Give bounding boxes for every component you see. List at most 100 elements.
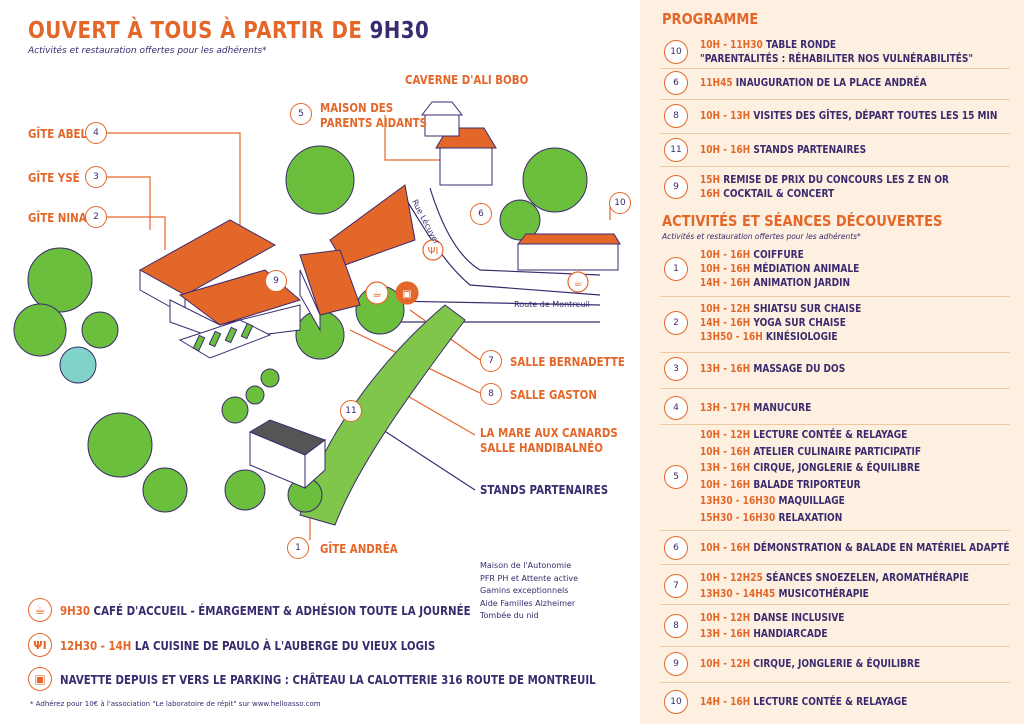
item-time: 13H - 16H (700, 362, 751, 375)
activity-item: 10 14H - 16H LECTURE CONTÉE & RELAYAGE (664, 690, 953, 714)
item-text: LECTURE CONTÉE & RELAYAGE (750, 428, 908, 441)
parking (178, 319, 272, 359)
activity-number: 6 (664, 536, 688, 560)
label-stands: STANDS PARTENAIRES (480, 482, 609, 497)
legend-shuttle: ▣ NAVETTE DEPUIS ET VERS LE PARKING : CH… (28, 665, 713, 693)
partner-item: Maison de l'Autonomie (480, 561, 572, 570)
map-bus-glyph: ▣ (402, 289, 411, 300)
activity-item: 3 13H - 16H MASSAGE DU DOS (664, 357, 877, 381)
divider (660, 99, 1010, 100)
programme-item: 10 10H - 11H30 TABLE RONDE "PARENTALITÉS… (664, 38, 1024, 66)
item-text: MAQUILLAGE (775, 494, 845, 507)
marker-8: 8 (480, 383, 502, 405)
item-text: YOGA SUR CHAISE (750, 316, 846, 329)
item-text: MÉDIATION ANIMALE (750, 262, 860, 275)
leader-gite-abel (107, 132, 241, 230)
divider (660, 682, 1010, 683)
map-coffee-glyph: ☕ (372, 287, 382, 300)
legend-coffee-desc: CAFÉ D'ACCUEIL - ÉMARGEMENT & ADHÉSION T… (89, 602, 471, 618)
item-text: MANUCURE (750, 401, 812, 414)
leader-gite-yse (107, 176, 151, 230)
activity-number: 8 (664, 614, 688, 638)
activity-number: 1 (664, 257, 688, 281)
legend-shuttle-text: NAVETTE DEPUIS ET VERS LE PARKING : CHÂT… (60, 671, 596, 687)
bus-icon: ▣ (28, 667, 52, 691)
programme-number: 9 (664, 175, 688, 199)
marker-5: 5 (290, 103, 312, 125)
road-rue-lecuyer-edge (429, 187, 601, 276)
partners-list: Maison de l'Autonomie PFR PH et Attente … (480, 560, 578, 623)
divider (660, 564, 1010, 565)
coffee-icon: ☕ (28, 598, 52, 622)
item-text: HANDIARCADE (750, 627, 828, 640)
partner-item: Tombée du nid (480, 611, 539, 621)
legend-coffee-text: 9H30 CAFÉ D'ACCUEIL - ÉMARGEMENT & ADHÉS… (60, 603, 471, 618)
marker-11: 11 (340, 400, 362, 422)
programme-number: 10 (664, 40, 688, 64)
activity-number: 3 (664, 357, 688, 381)
item-time: 11H45 (700, 76, 733, 89)
divider (660, 646, 1010, 647)
programme-item: 8 10H - 13H VISITES DES GÎTES, DÉPART TO… (664, 104, 1024, 128)
activity-item: 2 10H - 12H SHIATSU SUR CHAISE 14H - 16H… (664, 302, 897, 344)
item-text: ANIMATION JARDIN (750, 276, 851, 289)
legend-coffee: ☕ 9H30 CAFÉ D'ACCUEIL - ÉMARGEMENT & ADH… (28, 596, 561, 624)
marker-9: 9 (265, 270, 287, 292)
activity-number: 4 (664, 396, 688, 420)
pond (59, 346, 97, 384)
map-coffee-icon-2 (567, 271, 589, 293)
item-time: 10H - 16H (700, 444, 751, 458)
item-text: DÉMONSTRATION & BALADE EN MATÉRIEL ADAPT… (750, 541, 1010, 554)
legend-lunch-time: 12H30 - 14H (60, 637, 132, 653)
map-cutlery-icon (422, 239, 444, 261)
item-text: RELAXATION (775, 510, 843, 524)
item-time: 13H - 17H (700, 401, 751, 414)
marker-7: 7 (480, 350, 502, 372)
programme-panel: PROGRAMME 10 10H - 11H30 TABLE RONDE "PA… (640, 0, 1024, 724)
label-gite-andrea: GÎTE ANDRÉA (320, 541, 398, 556)
item-time: 15H (700, 173, 721, 186)
activities-subtitle: Activités et restauration offertes pour … (662, 232, 861, 241)
partner-item: PFR PH et Attente active (480, 573, 579, 583)
label-gite-abel: GÎTE ABEL (28, 126, 88, 141)
item-time: 15H30 - 16H30 (700, 510, 776, 524)
activity-item: 7 10H - 12H25 SÉANCES SNOEZELEN, AROMATH… (664, 570, 1024, 602)
item-time: 10H - 16H (700, 262, 751, 275)
item-text: ATELIER CULINAIRE PARTICIPATIF (750, 444, 922, 458)
divider (660, 352, 1010, 353)
item-time: 10H - 16H (700, 143, 751, 156)
item-time: 10H - 12H (700, 428, 751, 441)
marker-10: 10 (609, 192, 631, 214)
legend-coffee-time: 9H30 (60, 602, 90, 618)
partner-item: Aide Familles Alzheimer (480, 598, 576, 608)
activity-item: 6 10H - 16H DÉMONSTRATION & BALADE EN MA… (664, 536, 1024, 560)
item-time: 13H - 16H (700, 461, 751, 474)
trees (13, 145, 588, 513)
item-text: REMISE DE PRIX DU CONCOURS LES Z EN OR (720, 173, 949, 186)
activity-number: 7 (664, 574, 688, 598)
programme-number: 8 (664, 104, 688, 128)
activity-number: 5 (664, 464, 688, 489)
map-drawing: ΨΙ ☕ ▣ ☕ (13, 101, 621, 540)
divider (660, 166, 1010, 167)
item-text: LECTURE CONTÉE & RELAYAGE (750, 695, 908, 708)
footnote: * Adhérez pour 10€ à l'association "Le l… (30, 700, 321, 708)
building-10 (516, 233, 621, 271)
activity-item: 9 10H - 12H CIRQUE, JONGLERIE & ÉQUILIBR… (664, 652, 968, 676)
item-text: CIRQUE, JONGLERIE & ÉQUILIBRE (750, 461, 921, 474)
divider (660, 388, 1010, 389)
item-time: 10H - 12H (700, 611, 751, 624)
leader-gite-nina (107, 216, 166, 250)
item-time: 10H - 16H (700, 248, 751, 261)
map-coffee-icon (365, 281, 389, 305)
title-prefix: OUVERT À TOUS À PARTIR DE (28, 18, 370, 44)
item-time: 10H - 13H (700, 109, 751, 122)
map-coffee-glyph-2: ☕ (574, 278, 583, 289)
title-time: 9H30 (369, 18, 430, 44)
item-text: TABLE RONDE (762, 38, 837, 51)
item-text: STANDS PARTENAIRES (750, 143, 867, 156)
item-text: SÉANCES SNOEZELEN, AROMATHÉRAPIE (762, 571, 969, 584)
item-text: COIFFURE (750, 248, 804, 261)
hedge (299, 304, 466, 526)
item-time: 16H (700, 187, 721, 200)
